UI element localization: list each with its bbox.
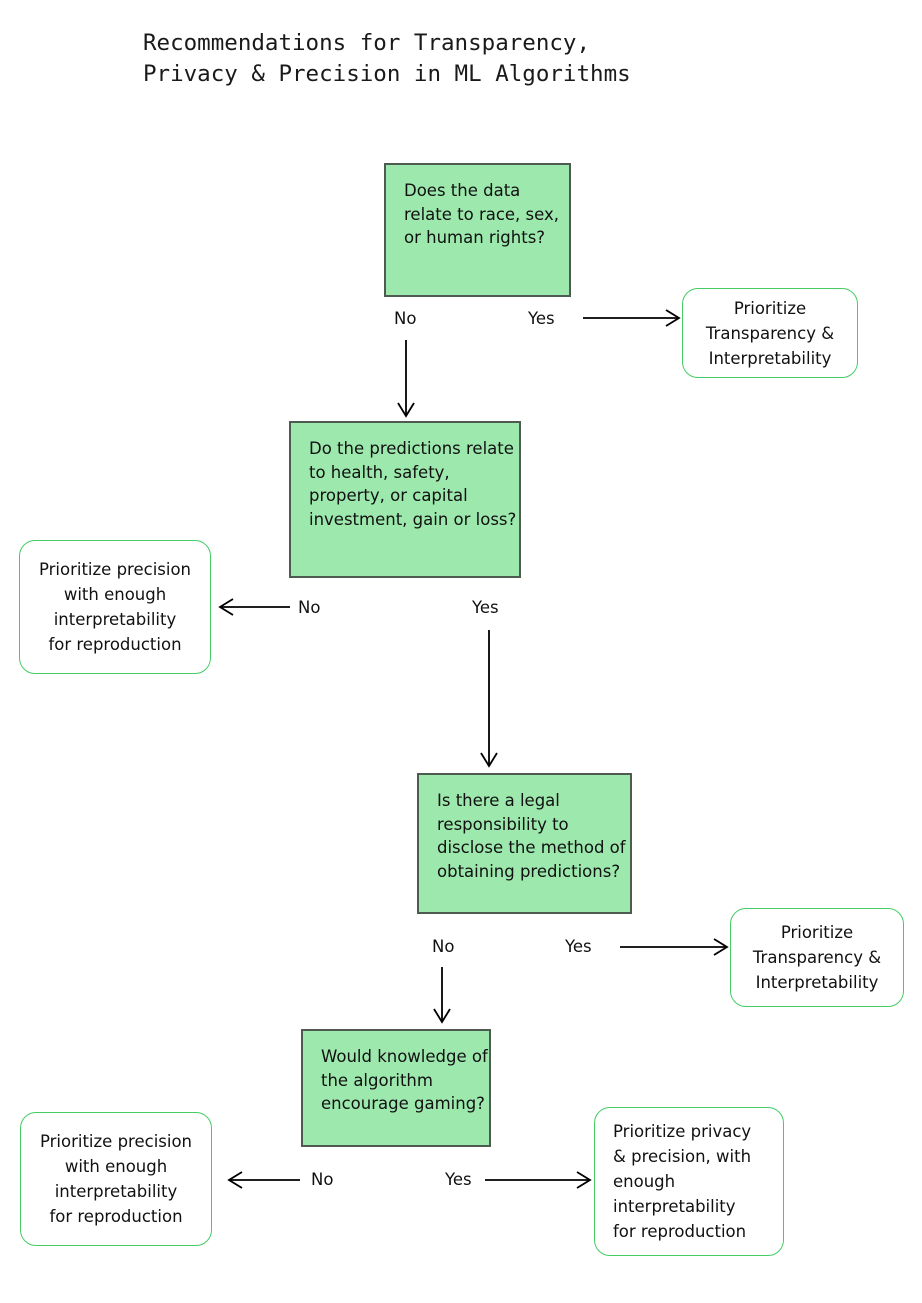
edge-label-d1-yes: Yes	[528, 309, 555, 328]
arrowhead-d2-no	[218, 598, 234, 616]
edge-label-d4-yes: Yes	[445, 1170, 472, 1189]
arrowhead-d1-yes	[665, 309, 681, 327]
outcome-node-transparency-1[interactable]: Prioritize Transparency & Interpretabili…	[682, 288, 858, 378]
decision-node-legal-responsibility[interactable]: Is there a legal responsibility to discl…	[417, 773, 632, 914]
edge-label-d4-no: No	[311, 1170, 334, 1189]
edge-label-d3-no: No	[432, 937, 455, 956]
outcome-node-precision-1[interactable]: Prioritize precision with enough interpr…	[19, 540, 211, 674]
outcome-node-privacy-precision[interactable]: Prioritize privacy & precision, with eno…	[594, 1107, 784, 1256]
decision-node-gaming-risk[interactable]: Would knowledge of the algorithm encoura…	[301, 1029, 491, 1147]
arrowhead-d2-yes	[480, 752, 498, 768]
outcome-node-precision-2[interactable]: Prioritize precision with enough interpr…	[20, 1112, 212, 1246]
outcome-node-privacy-precision-label: Prioritize privacy & precision, with eno…	[613, 1122, 752, 1241]
edge-label-d2-no: No	[298, 598, 321, 617]
arrowhead-d4-yes	[576, 1171, 592, 1189]
decision-node-data-sensitivity[interactable]: Does the data relate to race, sex, or hu…	[384, 163, 571, 297]
decision-node-prediction-domain[interactable]: Do the predictions relate to health, saf…	[289, 421, 521, 578]
edge-label-d3-yes: Yes	[565, 937, 592, 956]
page-title: Recommendations for Transparency, Privac…	[143, 30, 631, 87]
arrowhead-d4-no	[227, 1171, 243, 1189]
outcome-node-precision-1-label: Prioritize precision with enough interpr…	[38, 560, 192, 654]
edge-label-d1-no: No	[394, 309, 417, 328]
arrowhead-d3-no	[433, 1008, 451, 1024]
outcome-node-transparency-2-label: Prioritize Transparency & Interpretabili…	[752, 923, 882, 992]
edge-label-d2-yes: Yes	[472, 598, 499, 617]
outcome-node-precision-2-label: Prioritize precision with enough interpr…	[39, 1132, 193, 1226]
outcome-node-transparency-2[interactable]: Prioritize Transparency & Interpretabili…	[730, 908, 904, 1007]
outcome-node-transparency-1-label: Prioritize Transparency & Interpretabili…	[705, 298, 835, 368]
arrowhead-d1-no	[397, 402, 415, 418]
arrowhead-d3-yes	[713, 938, 729, 956]
